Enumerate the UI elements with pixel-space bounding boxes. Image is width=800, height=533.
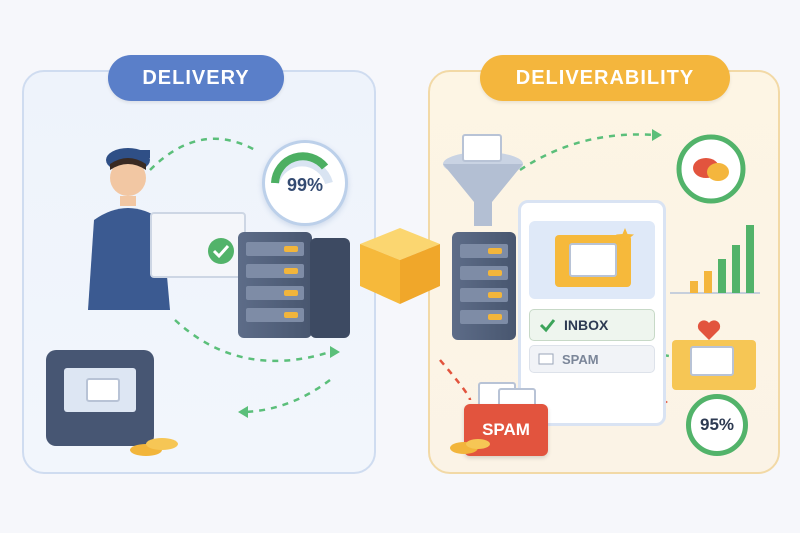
server-rack-side xyxy=(310,238,350,338)
bar-chart-icon xyxy=(670,225,760,294)
mailbox-icon xyxy=(46,350,154,446)
star-icon xyxy=(616,228,634,245)
server-rack-icon xyxy=(238,232,312,338)
gauge-value: 99% xyxy=(286,175,324,195)
inbox-label: INBOX xyxy=(564,317,609,333)
delivery-rate-gauge: 99% xyxy=(262,140,348,226)
envelope-icon-spam-row xyxy=(538,353,554,365)
checkmark-icon xyxy=(208,238,234,264)
package-icon xyxy=(360,228,440,304)
inbox-row: INBOX xyxy=(529,309,655,341)
checkmark-icon-inbox xyxy=(539,319,556,333)
inbox-panel: INBOX SPAM xyxy=(518,200,666,426)
spam-row: SPAM xyxy=(529,345,655,373)
gauge-arc-icon xyxy=(271,152,333,185)
spam-row-label: SPAM xyxy=(562,351,599,367)
heart-icon xyxy=(697,320,721,340)
envelope-icon xyxy=(462,134,502,162)
coins-icon xyxy=(130,438,178,456)
envelope-icon-reward xyxy=(690,346,734,376)
envelope-icon-inbox xyxy=(569,243,617,277)
envelope-icon-mailbox xyxy=(86,378,120,402)
reward-mailbox-icon xyxy=(672,340,756,390)
funnel-icon xyxy=(443,152,523,226)
deliverability-score: 95% xyxy=(686,394,748,456)
deliverability-title: DELIVERABILITY xyxy=(480,55,730,101)
mail-carrier-illustration xyxy=(88,148,170,310)
inbox-header xyxy=(529,221,655,299)
coins-icon-right xyxy=(450,439,490,454)
delivery-title: DELIVERY xyxy=(108,55,284,101)
server-rack-icon-right xyxy=(452,232,516,340)
chat-bubble-icon xyxy=(676,134,746,204)
